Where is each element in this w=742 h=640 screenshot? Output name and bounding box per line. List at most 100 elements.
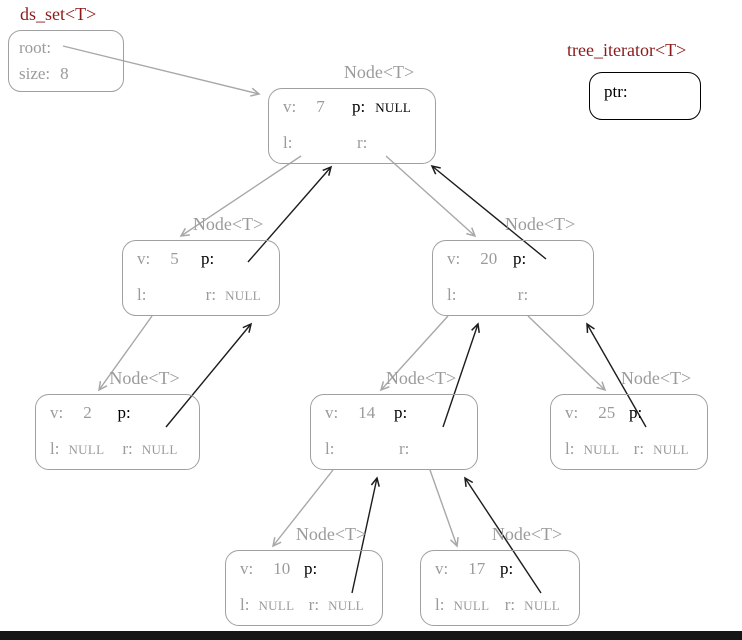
- l-label: l:: [435, 595, 445, 614]
- p-label: p:: [629, 403, 643, 422]
- edge-node14-r-to-node17: [429, 469, 459, 548]
- node-type-label: Node<T>: [385, 368, 457, 388]
- r-label: r:: [356, 133, 368, 152]
- field-p: p:: [118, 403, 141, 423]
- field-l: l:NULL: [565, 439, 619, 459]
- r-label: r:: [633, 439, 645, 458]
- node-box: v:14 p: l: r:: [310, 394, 478, 470]
- tree-node-2: Node<T> v: 2 p: l: NULL r:NULL: [35, 368, 200, 470]
- edge-node14-p-to-node20: [442, 322, 480, 428]
- p-label: p:: [500, 559, 514, 578]
- l-label: l:: [50, 439, 60, 458]
- node-box: v: 10 p: l: NULL r: NULL: [225, 550, 383, 626]
- tree-node-5: Node<T> v: 5 p: l: r:NULL: [122, 214, 280, 316]
- node-box: v: 25 p: l:NULL r: NULL: [550, 394, 708, 470]
- l-value: NULL: [258, 598, 295, 613]
- field-l: l:: [137, 285, 155, 305]
- field-r: r:: [357, 133, 376, 153]
- field-v: v: 17: [435, 559, 485, 579]
- v-value: 7: [316, 97, 325, 116]
- v-value: 17: [468, 559, 486, 578]
- tree-iterator-struct: tree_iterator<T> ptr:: [567, 40, 701, 120]
- tree-node-25: Node<T> v: 25 p: l:NULL r: NULL: [550, 368, 708, 470]
- edge-root-pointer-to-node7: [62, 45, 261, 97]
- tree-node-10: Node<T> v: 10 p: l: NULL r: NULL: [225, 524, 383, 626]
- p-label: p:: [394, 403, 408, 422]
- v-value: 25: [598, 403, 616, 422]
- v-value: 5: [170, 249, 179, 268]
- node-type-label: Node<T>: [620, 368, 692, 388]
- field-r: r:NULL: [505, 595, 560, 615]
- edge-node14-l-to-node10: [271, 469, 334, 548]
- node-box: v: 20 p: l: r:: [432, 240, 594, 316]
- node-box: v: 5 p: l: r:NULL: [122, 240, 280, 316]
- field-r: r:NULL: [206, 285, 261, 305]
- v-label: v:: [240, 559, 254, 578]
- field-l: l:: [283, 133, 301, 153]
- v-label: v:: [325, 403, 339, 422]
- field-p: p:: [394, 403, 417, 423]
- r-label: r:: [517, 285, 529, 304]
- v-label: v:: [50, 403, 64, 422]
- tree-node-20: Node<T> v: 20 p: l: r:: [432, 214, 594, 316]
- field-r: r:NULL: [122, 439, 177, 459]
- l-value: NULL: [68, 442, 105, 457]
- l-label: l:: [325, 439, 335, 458]
- v-label: v:: [137, 249, 151, 268]
- field-r: r: NULL: [309, 595, 364, 615]
- edge-node20-p-to-node7: [430, 164, 547, 260]
- p-label: p:: [513, 249, 527, 268]
- p-label: p:: [352, 97, 366, 116]
- ds-set-box: root: size: 8: [8, 30, 124, 92]
- v-label: v:: [447, 249, 461, 268]
- field-p: p:: [500, 559, 523, 579]
- node-type-label: Node<T>: [192, 214, 264, 234]
- l-label: l:: [240, 595, 250, 614]
- ds-set-struct: ds_set<T> root: size: 8: [8, 4, 124, 92]
- r-label: r:: [308, 595, 320, 614]
- v-value: 10: [273, 559, 291, 578]
- node-box: v: 17 p: l: NULL r:NULL: [420, 550, 580, 626]
- size-field-label: size:: [19, 64, 51, 83]
- field-v: v: 5: [137, 249, 179, 269]
- field-p: p:: [629, 403, 652, 423]
- l-label: l:: [565, 439, 575, 458]
- edge-node5-l-to-node2: [98, 315, 153, 392]
- p-label: p:: [304, 559, 318, 578]
- edge-node25-p-to-node20: [586, 322, 647, 428]
- p-value: NULL: [375, 100, 412, 115]
- tree-node-17: Node<T> v: 17 p: l: NULL r:NULL: [420, 524, 580, 626]
- node-type-label: Node<T>: [109, 368, 180, 388]
- root-field-label: root:: [19, 38, 52, 57]
- l-value: NULL: [453, 598, 490, 613]
- field-p: p: NULL: [352, 97, 411, 117]
- v-value: 2: [83, 403, 92, 422]
- l-label: l:: [447, 285, 457, 304]
- edge-node2-p-to-node5: [165, 322, 253, 428]
- field-l: l:: [325, 439, 343, 459]
- edge-node7-l-to-node5: [179, 155, 302, 237]
- edge-node10-p-to-node14: [351, 476, 380, 594]
- node-type-label: Node<T>: [491, 524, 563, 544]
- v-label: v:: [283, 97, 297, 116]
- field-v: v: 20: [447, 249, 497, 269]
- field-p: p:: [513, 249, 536, 269]
- field-l: l: NULL: [50, 439, 104, 459]
- ds-set-type-label: ds_set<T>: [20, 4, 97, 24]
- v-value: 20: [480, 249, 498, 268]
- size-field-value: 8: [60, 64, 69, 83]
- r-value: NULL: [653, 442, 689, 457]
- r-label: r:: [504, 595, 516, 614]
- r-value: NULL: [328, 598, 364, 613]
- node-type-label: Node<T>: [343, 62, 415, 82]
- node-box: v: 7 p: NULL l: r:: [268, 88, 436, 164]
- r-value: NULL: [141, 442, 178, 457]
- node-type-label: Node<T>: [504, 214, 576, 234]
- v-label: v:: [435, 559, 449, 578]
- r-label: r:: [205, 285, 217, 304]
- field-p: p:: [201, 249, 224, 269]
- node-type-label: Node<T>: [295, 524, 367, 544]
- p-label: p:: [201, 249, 215, 268]
- v-label: v:: [565, 403, 579, 422]
